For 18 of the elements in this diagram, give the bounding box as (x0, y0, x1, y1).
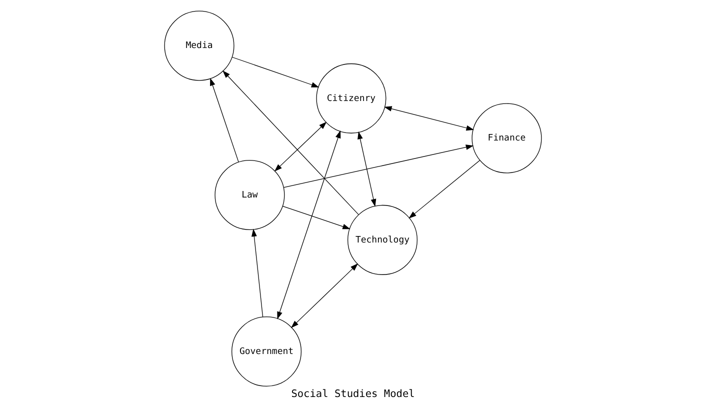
arrow (274, 122, 327, 172)
node-circle: Government (232, 316, 302, 387)
arrow (284, 144, 474, 188)
arrow (232, 56, 320, 88)
arrow (222, 70, 359, 215)
node-circle: Law (214, 160, 285, 230)
caption: Social Studies Model (291, 388, 415, 400)
arrow (384, 106, 474, 131)
arrow (282, 206, 350, 230)
arrow (290, 263, 358, 328)
arrow (408, 160, 480, 219)
arrow (251, 228, 264, 318)
arrow (277, 130, 341, 320)
node-circle: Citizenry (316, 63, 386, 134)
arrow (210, 78, 239, 162)
arrow (358, 131, 376, 207)
node-circle: Finance (472, 103, 542, 174)
node-circle: Media (164, 10, 234, 81)
